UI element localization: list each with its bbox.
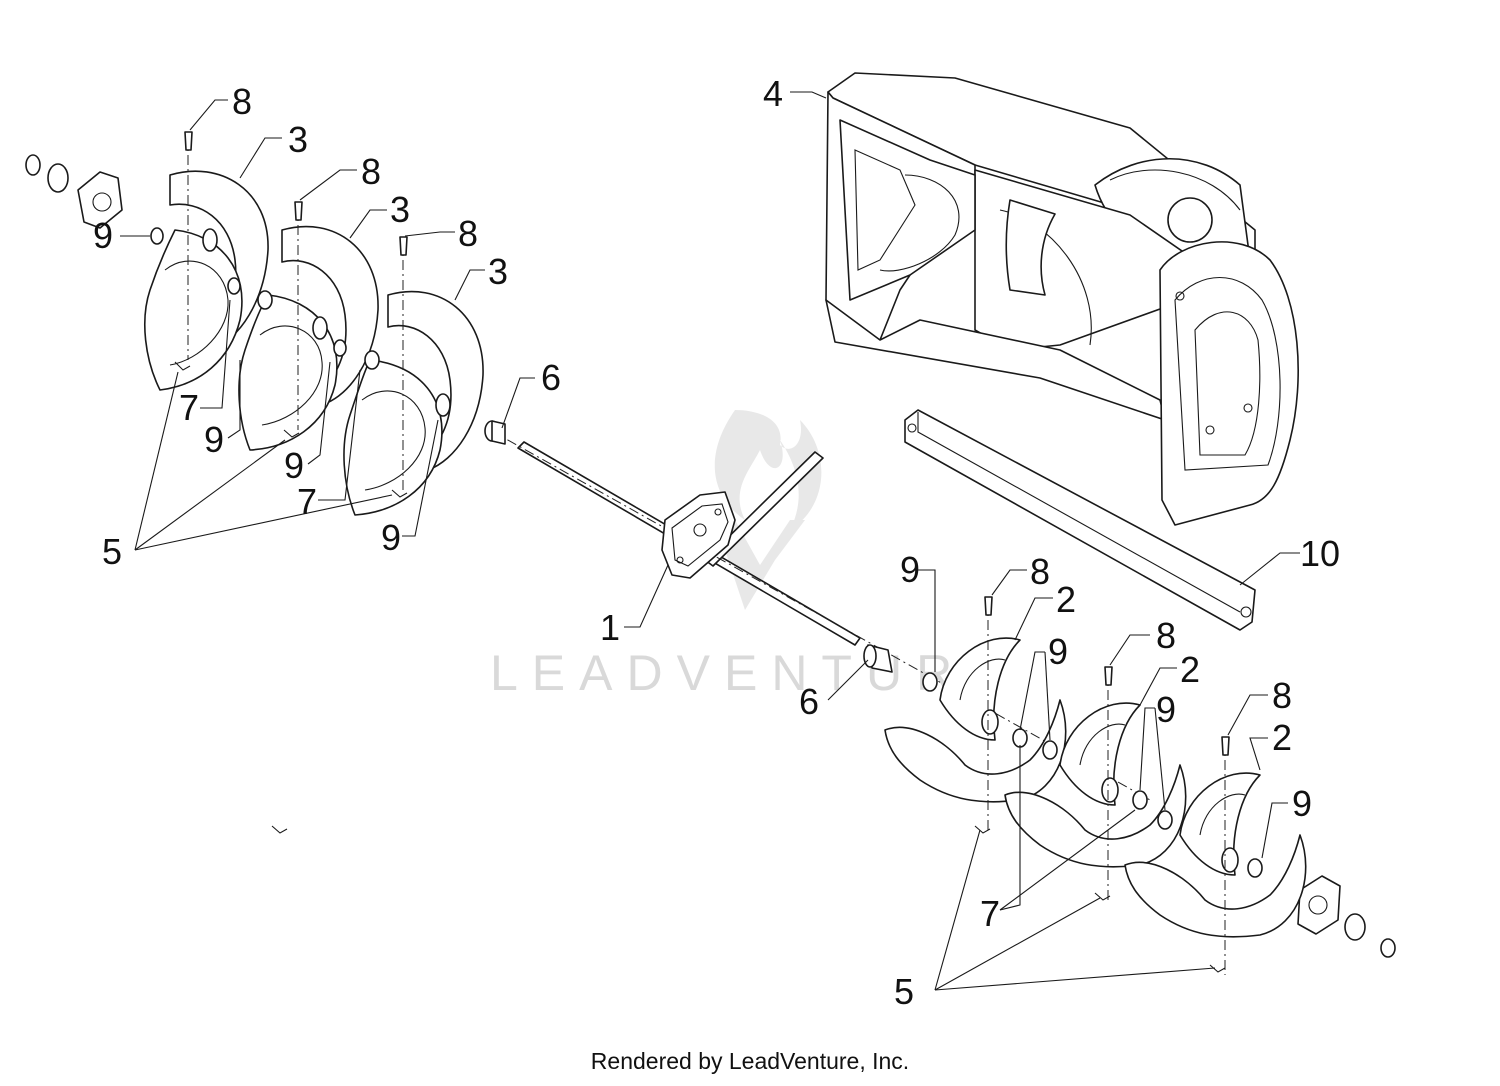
callout-6: 6 — [799, 681, 819, 722]
right-hardware — [271, 596, 1263, 975]
callout-8: 8 — [232, 81, 252, 122]
callout-5: 5 — [102, 531, 122, 572]
callout-9: 9 — [381, 517, 401, 558]
callout-7: 7 — [297, 481, 317, 522]
leader-lines — [120, 91, 1300, 991]
auger-flight-right-3 — [1124, 772, 1307, 938]
callout-3: 3 — [288, 119, 308, 160]
callout-8: 8 — [458, 213, 478, 254]
callout-9: 9 — [93, 215, 113, 256]
callout-2: 2 — [1180, 649, 1200, 690]
callout-9: 9 — [900, 549, 920, 590]
callout-5: 5 — [894, 971, 914, 1012]
auger-housing — [825, 72, 1299, 526]
callout-8: 8 — [1030, 551, 1050, 592]
callout-1: 1 — [600, 607, 620, 648]
callout-4: 4 — [763, 73, 783, 114]
gearbox — [661, 491, 736, 579]
callout-9: 9 — [1048, 631, 1068, 672]
auger-flight-left-1 — [144, 170, 269, 391]
callout-2: 2 — [1056, 579, 1076, 620]
left-end-bearing — [25, 154, 123, 229]
rendered-by-footer: Rendered by LeadVenture, Inc. — [590, 1048, 910, 1074]
right-end-bearing — [1297, 875, 1396, 958]
callout-3: 3 — [488, 251, 508, 292]
callout-6: 6 — [541, 357, 561, 398]
callout-7: 7 — [179, 387, 199, 428]
callout-3: 3 — [390, 189, 410, 230]
bushing-left — [484, 420, 506, 445]
callout-8: 8 — [1272, 675, 1292, 716]
callout-7: 7 — [980, 893, 1000, 934]
callout-9: 9 — [1292, 783, 1312, 824]
auger-flight-left-2 — [238, 225, 379, 451]
left-hardware — [150, 131, 408, 498]
callout-9: 9 — [204, 419, 224, 460]
callouts: 8 3 9 8 3 8 3 6 7 9 9 7 9 5 1 4 10 9 8 2… — [93, 73, 1340, 1012]
auger-flight-left-3 — [343, 290, 484, 516]
auger-flight-right-2 — [1004, 702, 1187, 868]
svg-text:LEADVENTURE: LEADVENTURE — [490, 645, 1014, 701]
callout-8: 8 — [1156, 615, 1176, 656]
bushing-right — [863, 644, 893, 673]
scraper-bar — [904, 409, 1256, 631]
callout-9: 9 — [284, 445, 304, 486]
callout-8: 8 — [361, 151, 381, 192]
callout-9: 9 — [1156, 689, 1176, 730]
callout-2: 2 — [1272, 717, 1292, 758]
callout-10: 10 — [1300, 533, 1340, 574]
